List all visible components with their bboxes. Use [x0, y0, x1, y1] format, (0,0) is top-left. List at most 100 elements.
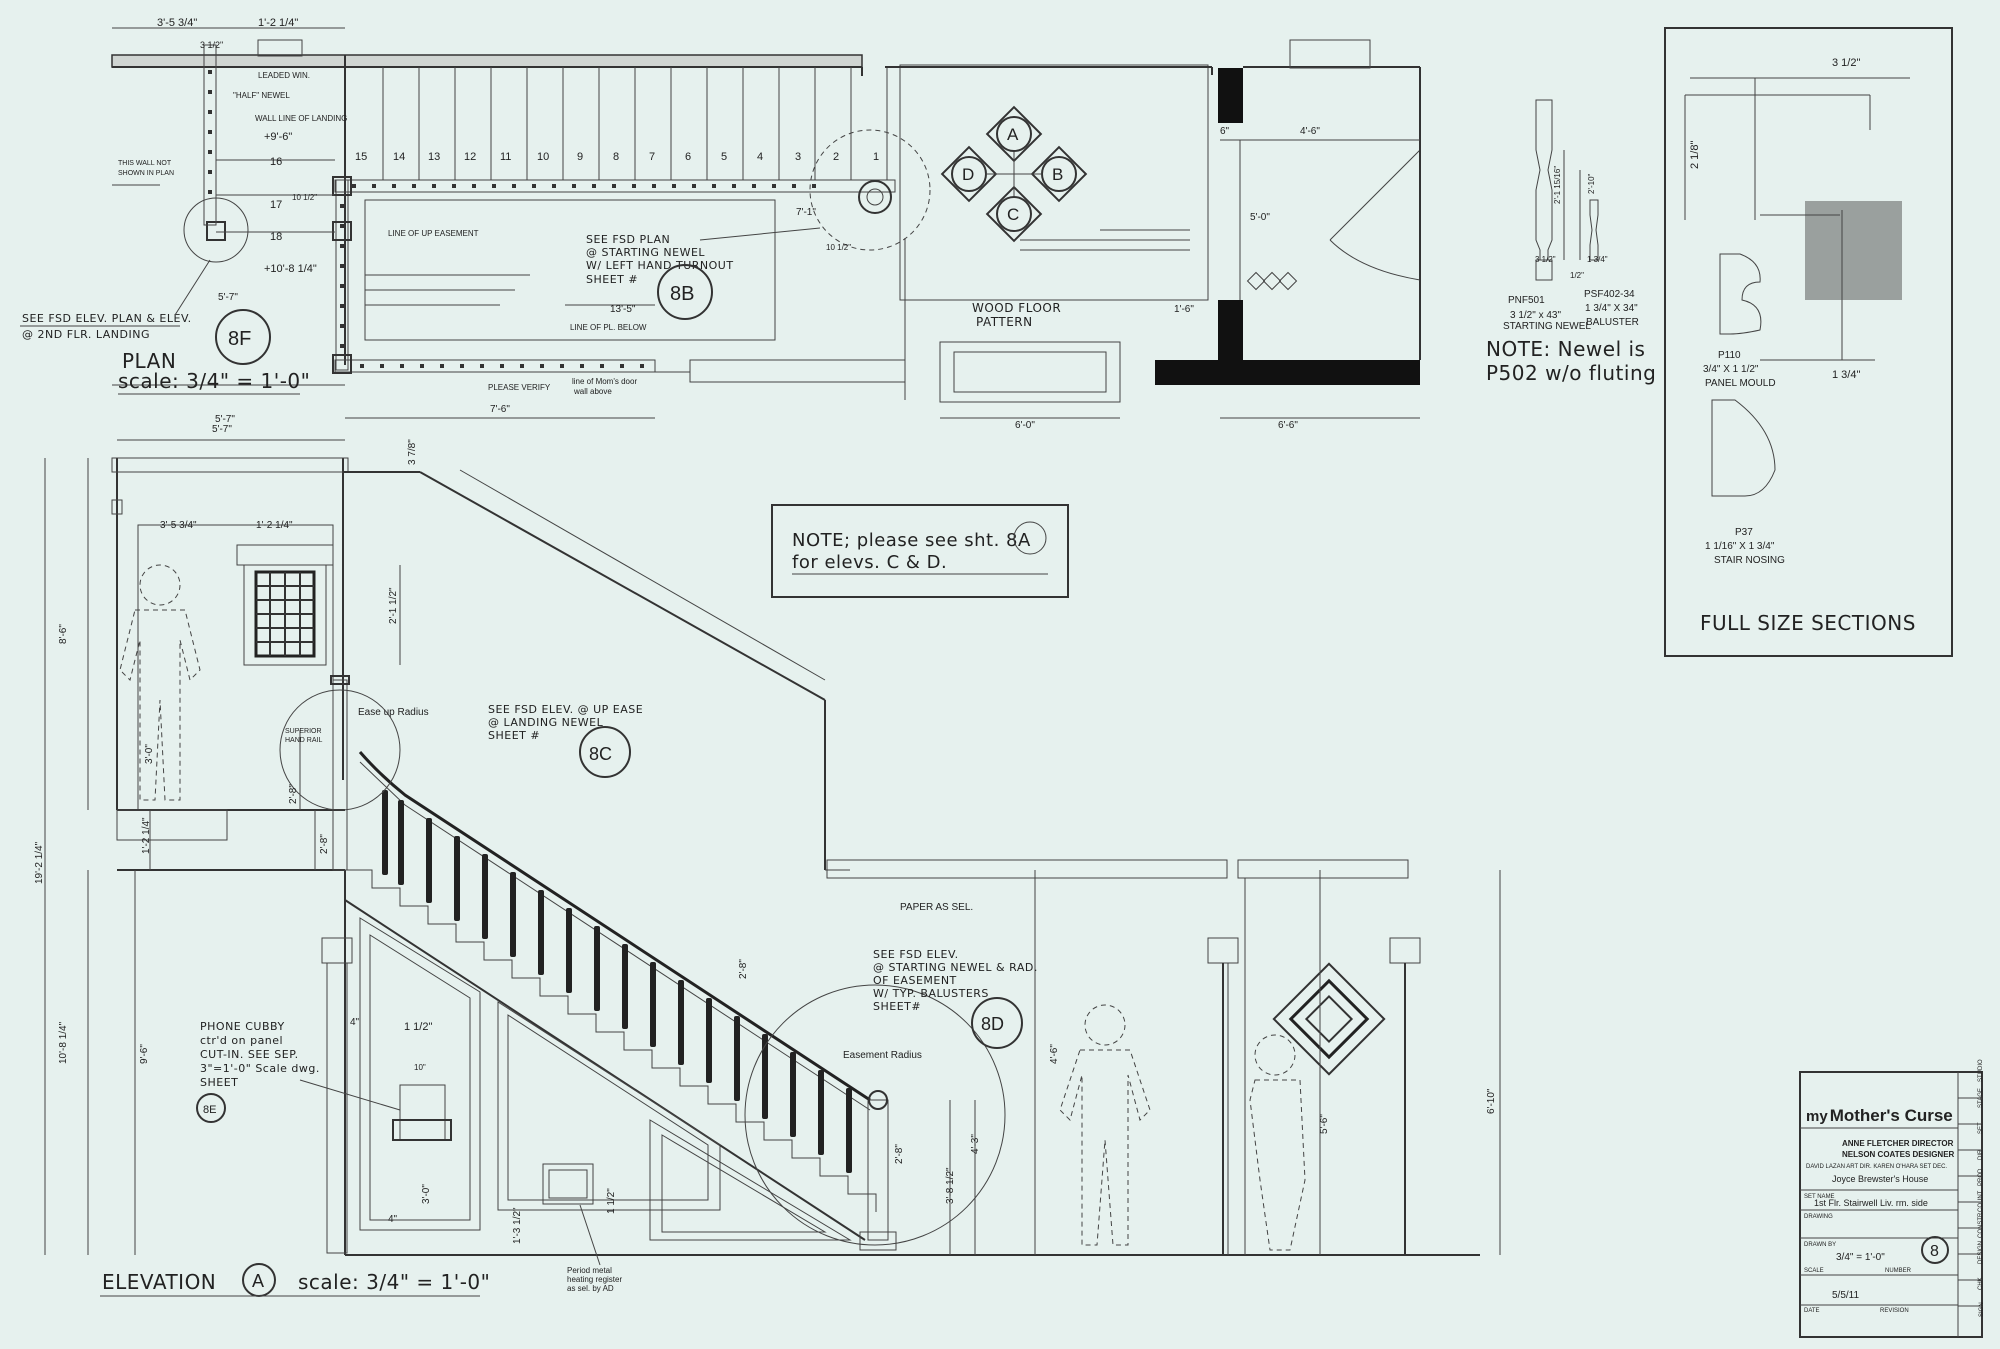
note: Easement Radius: [843, 1050, 922, 1061]
human-figure: [1249, 1034, 1306, 1251]
dim: 10": [414, 1063, 426, 1072]
stair-nosing-profile: [1711, 399, 1776, 497]
profile-label: 3 1/2" x 43": [1510, 310, 1561, 321]
dim: 2'-1 1/2": [388, 587, 399, 624]
note: W/ LEFT HAND TURNOUT: [586, 259, 734, 272]
step-number: 9: [577, 151, 583, 163]
dim: 7'-6": [490, 404, 510, 415]
note: Period metal: [567, 1266, 612, 1275]
note: SEE FSD ELEV.: [873, 948, 959, 961]
strip-label: SET: [1978, 1122, 1984, 1134]
panel-mould-profile: [1719, 253, 1762, 335]
note: LINE OF PL. BELOW: [570, 323, 647, 332]
section-label: P110: [1718, 350, 1741, 361]
strip-label: DIR: [1978, 1149, 1984, 1160]
dim: 4'-6": [1049, 1044, 1060, 1064]
dim: 10 1/2": [826, 243, 851, 252]
callout-label: 8C: [589, 744, 612, 764]
note: PATTERN: [976, 315, 1033, 329]
elevation-dimension-lines: [44, 439, 1501, 1255]
date-label: DATE: [1804, 1308, 1820, 1314]
dim: 2'-10": [1587, 173, 1596, 194]
elevation-scale: scale: 3/4" = 1'-0": [298, 1270, 490, 1294]
dim: 6": [1220, 126, 1230, 137]
note: SHEET#: [873, 1000, 921, 1013]
note: PAPER AS SEL.: [900, 902, 973, 913]
dim: 6'-6": [1278, 420, 1298, 431]
dim: 6'-10": [1486, 1088, 1497, 1114]
profile-label: 1 3/4" X 34": [1585, 303, 1638, 314]
note: @ 2ND FLR. LANDING: [22, 328, 150, 341]
drawn-by-label: DRAWN BY: [1804, 1242, 1836, 1248]
step-number: 14: [393, 151, 405, 163]
landing-step-number: 17: [270, 199, 282, 211]
step-number: 2: [833, 151, 839, 163]
drawing-label: DRAWING: [1804, 1214, 1833, 1220]
note: ctr'd on panel: [200, 1034, 283, 1047]
landing-step-number: 18: [270, 231, 282, 243]
step-number: 7: [649, 151, 655, 163]
note: @ STARTING NEWEL: [586, 246, 705, 259]
dim: 3'-0": [421, 1184, 432, 1204]
note: 3"=1'-0" Scale dwg.: [200, 1062, 320, 1075]
dim: 3 1/2": [1832, 57, 1860, 69]
strip-label: STAGE: [1978, 1088, 1984, 1108]
dim: 5'-0": [1250, 212, 1270, 223]
dim: 3'-8 1/2": [945, 1167, 956, 1204]
newel-baluster-profiles: 3 1/2" 2'-1 15/16" 2'-10" 1 3/4" 1/2" PN…: [1486, 99, 1656, 385]
section-label: P37: [1735, 527, 1753, 538]
note: SHEET #: [488, 729, 540, 742]
human-figure: [119, 564, 201, 801]
note: PLEASE VERIFY: [488, 383, 551, 392]
dim: 5'-6": [1319, 1114, 1330, 1134]
note: SEE FSD ELEV. @ UP EASE: [488, 703, 643, 716]
dim: 2'-8": [738, 959, 749, 979]
dim: 2 1/8": [1689, 141, 1701, 169]
strip-label: DESIGN: [1978, 1241, 1984, 1264]
step-number: 3: [795, 151, 801, 163]
note: heating register: [567, 1275, 622, 1284]
note: SEE FSD PLAN: [586, 233, 670, 246]
dim: 7'-1": [796, 207, 816, 218]
dim: 5'-7": [215, 414, 235, 425]
dim: 3 1/2": [200, 40, 223, 50]
date-value: 5/5/11: [1832, 1290, 1859, 1301]
dim: 1'-6": [1174, 304, 1194, 315]
compass-a: A: [1007, 125, 1019, 144]
scale-label: SCALE: [1804, 1268, 1824, 1274]
drawing-name: 1st Flr. Stairwell Liv. rm. side: [1814, 1198, 1928, 1208]
compass-d: D: [962, 165, 974, 184]
step-number: 1: [873, 151, 879, 163]
sheet-number: 8: [1930, 1243, 1939, 1260]
dim: 4'-6": [1300, 126, 1320, 137]
newel-note: P502 w/o fluting: [1486, 361, 1656, 385]
callout-label: 8D: [981, 1014, 1004, 1034]
note: line of Mom's door: [572, 377, 637, 386]
dim: 3'-5 3/4": [157, 17, 197, 29]
dim: 19'-2 1/4": [34, 841, 45, 884]
elevation-view: 5'-7" 3 7/8" 3'-5 3/4" 1'-2 1/4" 8'-6" 2…: [34, 424, 1501, 1297]
dim: 3'-0": [144, 744, 155, 764]
dim: 3 7/8": [407, 439, 418, 465]
sections-title: FULL SIZE SECTIONS: [1700, 611, 1916, 635]
dim: 3 1/2": [1535, 255, 1556, 264]
landing-step-number: 16: [270, 156, 282, 168]
number-label: NUMBER: [1885, 1268, 1912, 1274]
dim: 8'-6": [58, 624, 69, 644]
dim: 4'-3": [970, 1134, 981, 1154]
step-number: 4: [757, 151, 763, 163]
floor-diamonds: [1246, 271, 1298, 291]
note: Ease up Radius: [358, 707, 429, 718]
strip-label: CONSTR: [1978, 1212, 1984, 1238]
stair-treads: [382, 67, 888, 180]
staff-credit: DAVID LAZAN ART DIR. KAREN O'HARA SET DE…: [1806, 1164, 1947, 1170]
note-box-line: for elevs. C & D.: [792, 552, 947, 573]
callout-label: 8F: [228, 328, 251, 350]
note-box-line: NOTE; please see sht. 8A: [792, 530, 1031, 551]
dim: 1 1/2": [404, 1021, 432, 1033]
strip-label: STUDIO: [1978, 1059, 1984, 1082]
callout-label: 8E: [203, 1104, 216, 1116]
dim: 1'-3 1/2": [512, 1207, 523, 1244]
